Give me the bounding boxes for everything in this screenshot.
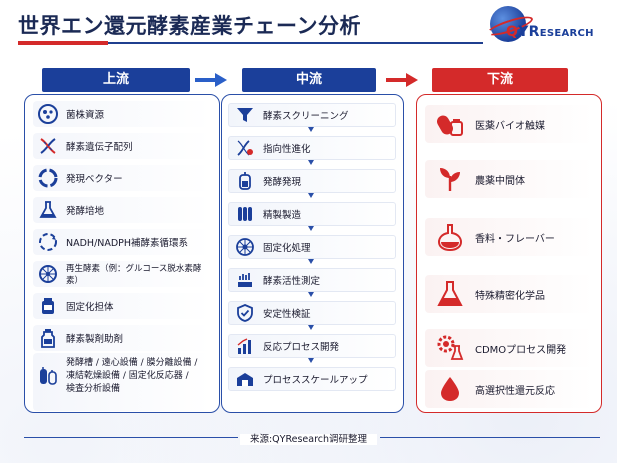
list-item: 香料・フレーバー — [425, 218, 593, 256]
midstream-header: 中流 — [242, 68, 376, 92]
list-item: 固定化処理 — [228, 235, 396, 259]
wheel-icon — [236, 238, 254, 256]
list-item: プロセススケールアップ — [228, 367, 396, 391]
fermenter-icon — [40, 367, 57, 385]
factory-box-icon — [237, 373, 253, 386]
page-title: 世界エン還元酵素産業チェーン分析 — [18, 14, 361, 38]
dna-gear-icon — [237, 140, 253, 156]
cell-icon — [38, 104, 58, 124]
flow-arrow-icon — [308, 259, 314, 264]
bottle-icon — [41, 329, 55, 348]
list-item: 発現ベクター — [33, 165, 211, 191]
flow-arrow-icon — [308, 226, 314, 231]
list-item: 指向性進化 — [228, 136, 396, 160]
activity-icon — [238, 273, 252, 287]
list-item: 菌株資源 — [33, 101, 211, 127]
pill-icon — [437, 115, 463, 136]
bar-chart-icon — [237, 338, 251, 354]
gear-flask-icon — [437, 335, 464, 360]
list-item: CDMOプロセス開発 — [425, 329, 593, 367]
flow-arrow-icon — [308, 127, 314, 132]
vector-ring-icon — [38, 168, 58, 188]
list-item: NADH/NADPH補酵素循環系 — [33, 229, 211, 255]
list-item: 固定化担体 — [33, 293, 211, 319]
flow-arrow-icon — [308, 358, 314, 363]
list-item: 再生酵素（例：グルコース脱水素酵素） — [33, 261, 211, 287]
dna-icon — [40, 138, 56, 154]
list-item: 発酵培地 — [33, 197, 211, 223]
arrow-right-icon — [195, 73, 227, 87]
flask-icon — [39, 201, 57, 218]
list-item: 特殊精密化学品 — [425, 275, 593, 313]
list-item: 農薬中間体 — [425, 160, 593, 198]
carrier-jar-icon — [42, 298, 54, 314]
funnel-icon — [237, 108, 253, 122]
list-item: 酵素活性測定 — [228, 268, 396, 292]
conical-flask-icon — [437, 281, 463, 306]
bioreactor-icon — [239, 172, 251, 190]
list-item: 安定性検証 — [228, 301, 396, 325]
globe-icon — [490, 6, 526, 42]
flow-arrow-icon — [308, 160, 314, 165]
shield-check-icon — [237, 304, 253, 322]
flow-arrow-icon — [308, 325, 314, 330]
enzyme-wheel-icon — [39, 265, 57, 283]
round-flask-icon — [437, 224, 463, 252]
downstream-header: 下流 — [432, 68, 568, 92]
list-item: 高選択性還元反応 — [425, 370, 593, 408]
list-item: 酵素製剤助剤 — [33, 325, 211, 351]
footer-rule-right — [380, 437, 600, 438]
downstream-panel: 医薬バイオ触媒 農薬中間体 香料・フレーバー 特殊精密化学品 CDMOプロセス開… — [416, 94, 602, 413]
list-item: 精製製造 — [228, 202, 396, 226]
tubes-icon — [238, 207, 252, 221]
flow-arrow-icon — [308, 193, 314, 198]
list-item: 発酵発現 — [228, 169, 396, 193]
list-item: 医薬バイオ触媒 — [425, 105, 593, 143]
qyresearch-logo: QYRESEARCH — [486, 4, 610, 50]
midstream-panel: 酵素スクリーニング 指向性進化 発酵発現 精製製造 固定化処理 酵素活性測定 安… — [221, 94, 404, 413]
upstream-panel: 菌株資源 酵素遺伝子配列 発現ベクター 発酵培地 NADH/NADPH補酵素循環… — [24, 94, 220, 413]
drop-icon — [441, 377, 459, 401]
upstream-header: 上流 — [42, 68, 190, 92]
cycle-icon — [39, 233, 57, 251]
list-item: 発酵槽 / 遠心設備 / 膜分離設備 / 凍結乾燥設備 / 固定化反応器 / 検… — [33, 353, 211, 411]
list-item: 酵素遺伝子配列 — [33, 133, 211, 159]
arrow-right-icon — [386, 73, 418, 87]
flow-arrow-icon — [308, 292, 314, 297]
source-note: 来源:QYResearch调研整理 — [0, 431, 617, 445]
list-item: 反応プロセス開発 — [228, 334, 396, 358]
footer-rule-left — [24, 437, 238, 438]
plant-icon — [440, 168, 460, 191]
list-item: 酵素スクリーニング — [228, 103, 396, 127]
title-underline — [18, 41, 483, 45]
